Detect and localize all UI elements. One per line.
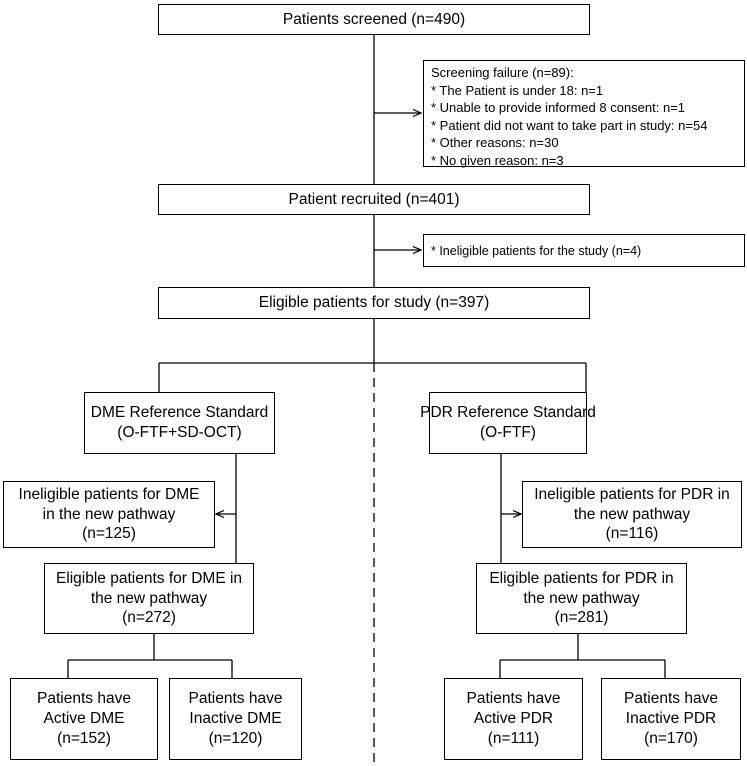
pdr-reference-line: (O-FTF)	[480, 424, 536, 441]
pdr-active-line: (n=111)	[487, 729, 540, 747]
pdr-inactive-line: Patients have	[624, 690, 718, 708]
pdr-inactive-box: Patients have Inactive PDR (n=170)	[601, 678, 741, 760]
screening-failure-item: * Other reasons: n=30	[431, 135, 559, 151]
screening-failure-item: * Unable to provide informed 8 consent: …	[431, 100, 686, 116]
pdr-inactive-line: (n=170)	[644, 729, 698, 747]
pdr-ineligible-line: Ineligible patients for PDR in	[534, 485, 730, 503]
screening-failure-title: Screening failure (n=89):	[431, 65, 574, 80]
dme-ineligible-line: (n=125)	[82, 525, 136, 543]
dme-eligible-line: the new pathway	[90, 589, 208, 607]
dme-ineligible-box: Ineligible patients for DME in the new p…	[3, 481, 215, 548]
eligible-study-box: Eligible patients for study (n=397)	[158, 287, 590, 319]
dme-inactive-line: (n=120)	[208, 729, 263, 747]
dme-eligible-line: (n=272)	[122, 609, 176, 627]
pdr-active-line: Active PDR	[473, 710, 554, 728]
pdr-active-box: Patients have Active PDR (n=111)	[444, 678, 583, 760]
ineligible-study-label: * Ineligible patients for the study (n=4…	[431, 243, 642, 258]
dme-active-box: Patients have Active DME (n=152)	[10, 678, 158, 760]
dme-ineligible-line: Ineligible patients for DME	[18, 485, 200, 503]
patients-screened-label: Patients screened (n=490)	[282, 10, 466, 28]
pdr-active-line: Patients have	[466, 690, 561, 708]
pdr-reference-standard-box: PDR Reference Standard (O-FTF)	[420, 392, 596, 454]
pdr-ineligible-line: the new pathway	[573, 505, 691, 523]
dme-active-line: Patients have	[37, 690, 131, 708]
dme-reference-line: (O-FTF+SD-OCT)	[117, 424, 242, 441]
pdr-eligible-line: Eligible patients for PDR in	[489, 569, 674, 587]
screening-failure-item: * Patient did not want to take part in s…	[431, 117, 708, 133]
dme-eligible-box: Eligible patients for DME in the new pat…	[44, 563, 254, 634]
screening-failure-box: Screening failure (n=89): * The Patient …	[423, 60, 745, 168]
screening-failure-item: * The Patient is under 18: n=1	[431, 82, 604, 98]
dme-active-line: (n=152)	[57, 729, 111, 747]
ineligible-study-box: * Ineligible patients for the study (n=4…	[423, 234, 745, 267]
dme-inactive-line: Inactive DME	[189, 710, 282, 728]
patient-recruited-label: Patient recruited (n=401)	[288, 190, 460, 208]
eligible-study-label: Eligible patients for study (n=397)	[258, 294, 490, 312]
pdr-eligible-line: the new pathway	[523, 589, 640, 607]
dme-active-line: Active DME	[43, 710, 125, 728]
dme-eligible-line: Eligible patients for DME in	[55, 569, 243, 587]
dme-reference-line: DME Reference Standard	[90, 404, 269, 422]
patient-recruited-box: Patient recruited (n=401)	[158, 184, 590, 215]
dme-ineligible-line: in the new pathway	[42, 505, 176, 523]
pdr-ineligible-line: (n=116)	[605, 525, 659, 543]
dme-inactive-line: Patients have	[188, 690, 283, 708]
screening-failure-item: * No given reason: n=3	[431, 152, 564, 168]
dme-reference-standard-box: DME Reference Standard (O-FTF+SD-OCT)	[84, 392, 275, 454]
dme-inactive-box: Patients have Inactive DME (n=120)	[169, 678, 302, 760]
pdr-eligible-line: (n=281)	[554, 609, 609, 627]
pdr-inactive-line: Inactive PDR	[625, 710, 717, 728]
pdr-eligible-box: Eligible patients for PDR in the new pat…	[476, 563, 687, 634]
patients-screened-box: Patients screened (n=490)	[158, 4, 590, 35]
pdr-ineligible-box: Ineligible patients for PDR in the new p…	[522, 481, 742, 548]
pdr-reference-line: PDR Reference Standard	[420, 404, 596, 422]
